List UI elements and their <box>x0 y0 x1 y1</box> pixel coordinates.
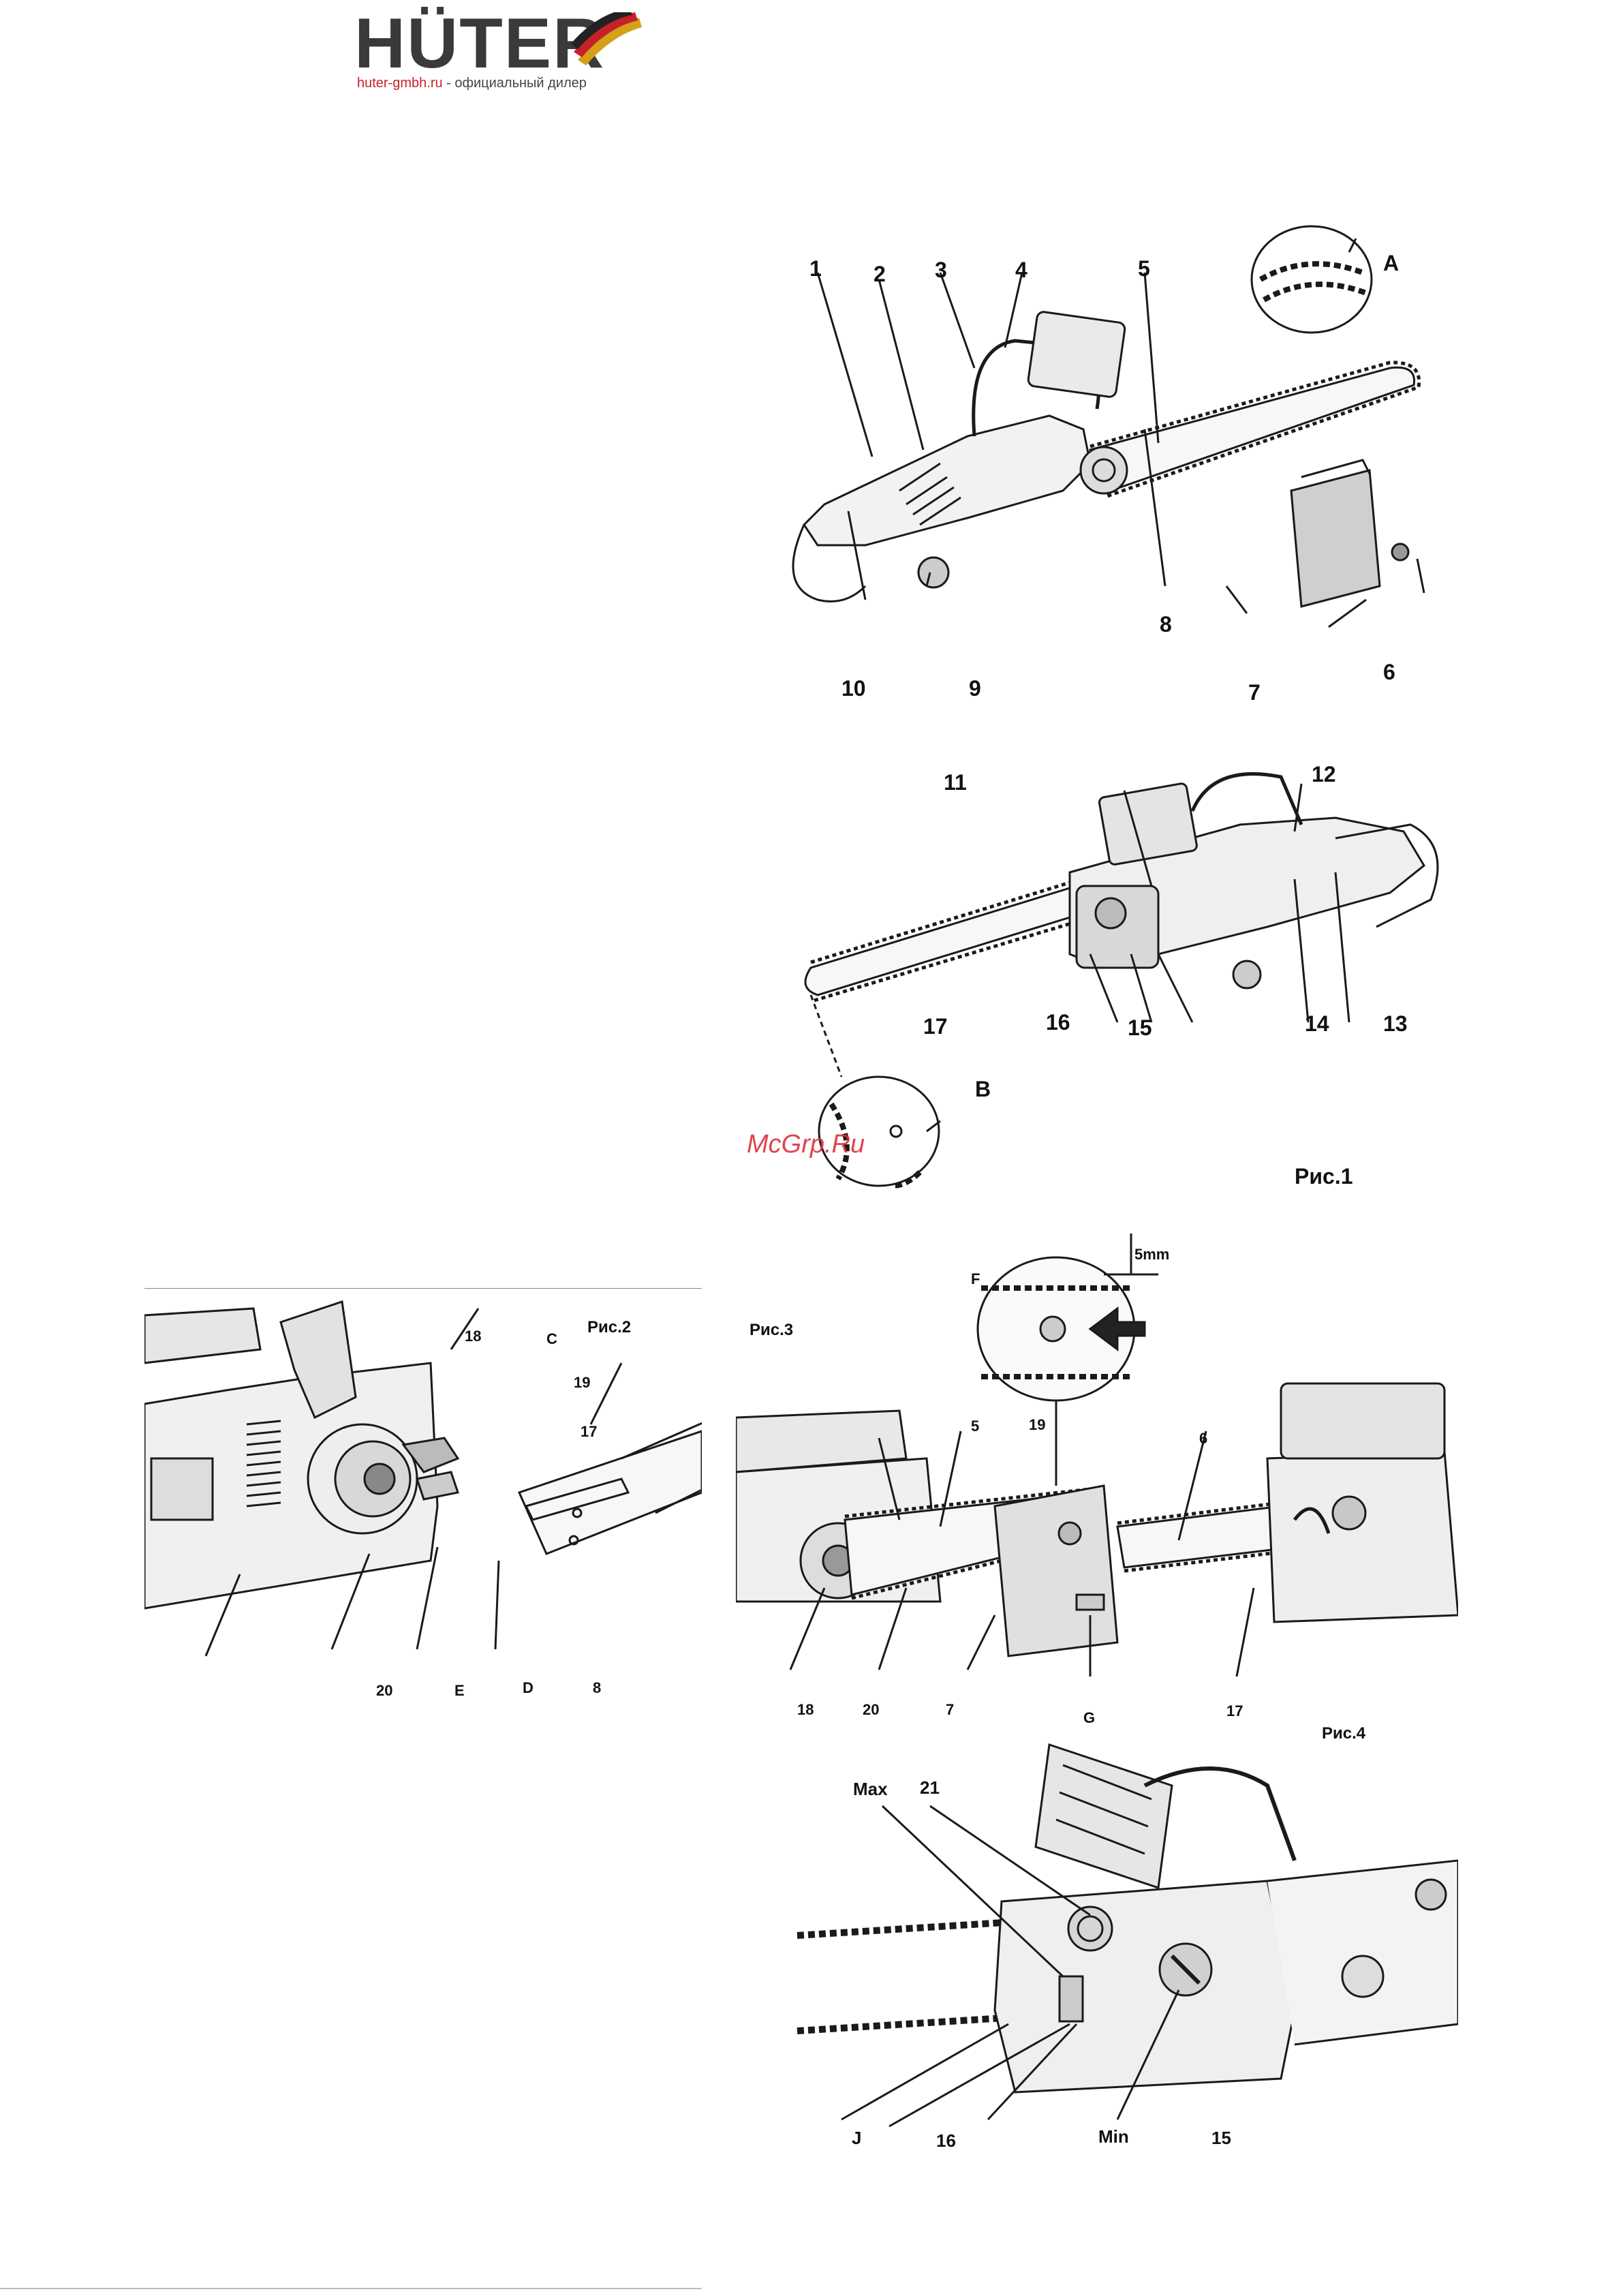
fig2-label-18: 18 <box>465 1329 481 1344</box>
fig3-caption: Рис.3 <box>749 1322 793 1338</box>
fig3-label-f: F <box>971 1272 980 1287</box>
fig1-label-12: 12 <box>1312 763 1336 785</box>
figure-3: Рис.3 F 5mm 5 19 6 18 20 7 G 17 <box>736 1234 1458 1738</box>
chain-tension-illustration <box>736 1234 1458 1738</box>
fig3-label-18: 18 <box>797 1702 814 1717</box>
fig1-label-4: 4 <box>1015 259 1027 281</box>
fig3-label-20: 20 <box>863 1702 879 1717</box>
dealer-text: - официальный дилер <box>443 76 587 91</box>
brand-wordmark: HÜTER <box>354 8 605 79</box>
fig2-label-17: 17 <box>581 1424 597 1439</box>
fig1-label-1: 1 <box>809 258 822 279</box>
fig1-label-11: 11 <box>944 771 967 793</box>
fig2-label-e: E <box>454 1683 465 1698</box>
fig1-label-b: B <box>975 1078 991 1100</box>
fig1-label-16: 16 <box>1046 1011 1070 1033</box>
fig3-label-17: 17 <box>1226 1704 1243 1719</box>
oil-tank-illustration <box>790 1724 1458 2174</box>
fig4-caption: Рис.4 <box>1322 1726 1365 1742</box>
fig4-label-j: J <box>852 2129 861 2147</box>
chainsaw-side-illustration <box>763 204 1451 743</box>
brand-logo: HÜTER huter-gmbh.ru - официальный дилер <box>354 8 640 97</box>
fig1-label-6: 6 <box>1383 661 1395 683</box>
fig4-label-min: Min <box>1098 2128 1129 2145</box>
dealer-link[interactable]: huter-gmbh.ru <box>357 76 443 91</box>
fig1-label-a: A <box>1383 252 1399 274</box>
bar-mounting-illustration <box>144 1288 702 1697</box>
fig1-label-15: 15 <box>1128 1017 1152 1039</box>
fig1-caption: Рис.1 <box>1295 1165 1353 1187</box>
fig1-label-8: 8 <box>1160 613 1172 635</box>
fig3-label-19: 19 <box>1029 1418 1045 1433</box>
fig1-label-2: 2 <box>874 263 886 285</box>
flag-swoosh-icon <box>571 12 646 67</box>
figure-2: Рис.2 18 C 19 17 20 E D 8 <box>144 1288 702 1697</box>
fig3-label-6: 6 <box>1199 1431 1207 1446</box>
fig1-label-5: 5 <box>1138 258 1150 279</box>
fig1-label-3: 3 <box>935 259 947 281</box>
bottom-rule <box>0 2288 702 2289</box>
fig4-label-21: 21 <box>920 1779 940 1796</box>
fig2-label-20: 20 <box>376 1683 392 1698</box>
figure-4: Рис.4 Max 21 J 16 Min 15 <box>790 1724 1458 2174</box>
fig1-label-17: 17 <box>923 1015 948 1037</box>
fig1-label-9: 9 <box>969 677 981 699</box>
watermark: McGrp.Ru <box>747 1131 865 1157</box>
fig4-label-16: 16 <box>936 2132 956 2149</box>
fig3-label-7: 7 <box>946 1702 954 1717</box>
fig2-label-d: D <box>523 1681 534 1696</box>
fig1-label-7: 7 <box>1248 682 1261 703</box>
dealer-line: huter-gmbh.ru - официальный дилер <box>357 76 587 90</box>
fig2-caption: Рис.2 <box>587 1319 631 1336</box>
fig3-label-5mm: 5mm <box>1134 1247 1169 1262</box>
fig2-label-c: C <box>546 1332 557 1347</box>
fig3-label-5: 5 <box>971 1419 979 1434</box>
figure-1-top: 1 2 3 4 5 A 8 7 6 9 10 <box>763 204 1451 743</box>
fig4-label-15: 15 <box>1211 2129 1231 2147</box>
fig4-label-max: Max <box>853 1780 888 1798</box>
fig1-label-14: 14 <box>1305 1013 1329 1035</box>
fig2-label-8: 8 <box>593 1681 601 1696</box>
fig2-label-19: 19 <box>574 1375 590 1390</box>
fig1-label-13: 13 <box>1383 1013 1408 1035</box>
fig1-label-10: 10 <box>841 677 866 699</box>
fig3-label-g: G <box>1083 1711 1095 1726</box>
